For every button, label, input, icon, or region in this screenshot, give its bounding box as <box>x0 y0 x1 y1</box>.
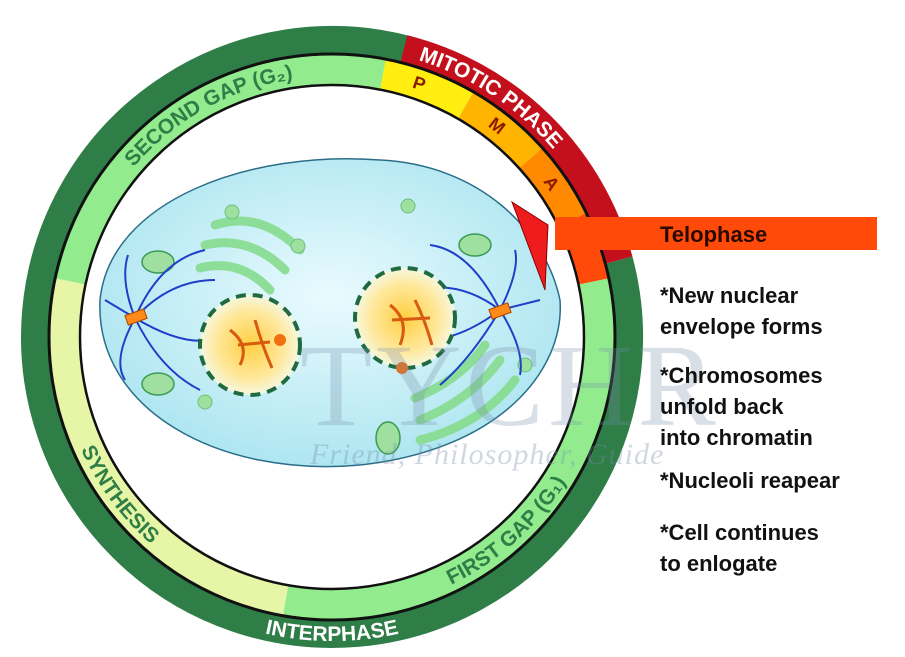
note-line: *Cell continues <box>660 520 819 545</box>
g1-ring-segment <box>282 278 615 620</box>
dividing-cell <box>99 158 561 468</box>
mitochondria <box>141 233 492 455</box>
note-line: into chromatin <box>660 425 813 450</box>
note-line: *Nucleoli reapear <box>660 468 840 493</box>
nucleolus <box>396 362 408 374</box>
telophase-title: Telophase <box>660 222 768 247</box>
note-line: *Chromosomes <box>660 363 823 388</box>
note-line: unfold back <box>660 394 784 419</box>
cell-cycle-rings <box>21 26 643 648</box>
ring-divider-outer <box>47 52 617 622</box>
centrosome-right <box>488 302 512 320</box>
note-nuclear-envelope: *New nuclear envelope forms <box>660 280 823 342</box>
cell-membrane <box>99 158 561 468</box>
interphase-ring-segment <box>21 26 643 648</box>
ring-divider-inner <box>78 83 586 591</box>
golgi-apparatus <box>195 216 520 445</box>
note-line: to enlogate <box>660 551 778 576</box>
anaphase-ring-segment <box>519 147 587 227</box>
note-line: *New nuclear <box>660 283 799 308</box>
watermark-tagline: Friend, Philosopher, Guide <box>310 438 665 471</box>
note-elongation: *Cell continues to enlogate <box>660 517 819 579</box>
note-nucleoli: *Nucleoli reapear <box>660 465 840 496</box>
prophase-ring-segment <box>379 59 474 119</box>
synthesis-ring-segment <box>49 278 289 616</box>
watermark-brand: TYCHR <box>300 320 720 451</box>
nucleus-left <box>198 293 302 397</box>
telophase-banner <box>555 217 877 250</box>
metaphase-ring-segment <box>458 91 543 168</box>
centrosome-left <box>124 308 148 326</box>
note-chromosomes: *Chromosomes unfold back into chromatin <box>660 360 823 453</box>
note-line: envelope forms <box>660 314 823 339</box>
nucleolus <box>274 334 286 346</box>
g2-ring-segment <box>55 54 386 285</box>
telophase-pointer-icon <box>511 200 549 291</box>
nucleus-right <box>353 266 457 374</box>
